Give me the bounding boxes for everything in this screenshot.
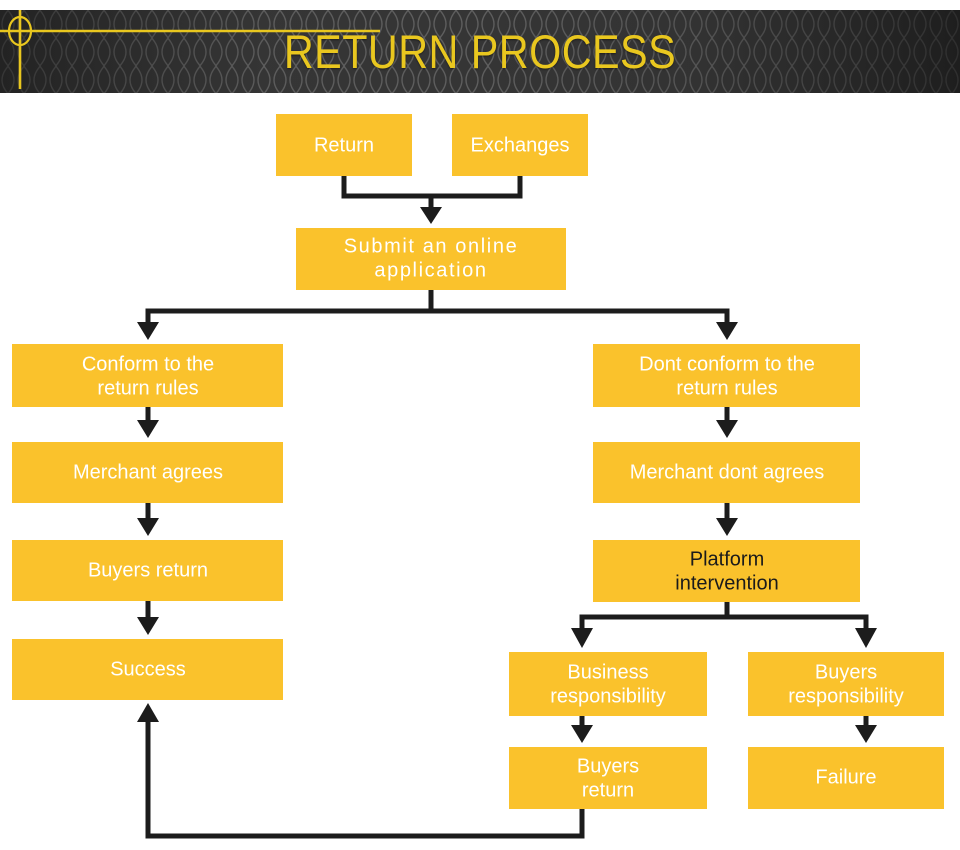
node-conform-return-rules-line2: return rules — [97, 377, 198, 399]
node-buyers-return-bottom-line1: Buyers — [577, 755, 639, 777]
connector-business-resp-to-buyers-return — [571, 716, 593, 743]
node-platform-intervention[interactable]: Platform intervention — [593, 540, 860, 602]
node-buyers-responsibility-line1: Buyers — [815, 661, 877, 683]
connector-submit-split — [137, 290, 738, 340]
node-exchanges[interactable]: Exchanges — [452, 114, 588, 176]
connector-feedback-loop-to-success — [137, 703, 585, 839]
node-merchant-dont-agrees-label: Merchant dont agrees — [630, 461, 825, 483]
connector-buyers-resp-to-failure — [855, 716, 877, 743]
connector-return-to-submit — [341, 176, 431, 199]
connector-conform-to-merchant-agrees — [137, 407, 159, 438]
node-merchant-agrees-label: Merchant agrees — [73, 461, 223, 483]
node-merchant-agrees[interactable]: Merchant agrees — [12, 442, 283, 503]
connector-dont-conform-to-merchant-dont — [716, 407, 738, 438]
node-business-responsibility-line1: Business — [567, 661, 648, 683]
page-title: RETURN PROCESS — [283, 25, 677, 78]
connector-exchanges-to-submit — [431, 176, 523, 199]
node-buyers-responsibility-line2: responsibility — [788, 685, 904, 707]
node-return-label: Return — [314, 134, 374, 156]
node-business-responsibility-line2: responsibility — [550, 685, 666, 707]
node-failure[interactable]: Failure — [748, 747, 944, 809]
node-buyers-return-left[interactable]: Buyers return — [12, 540, 283, 601]
node-buyers-return-left-label: Buyers return — [88, 559, 208, 581]
node-buyers-return-bottom-line2: return — [582, 779, 634, 801]
connector-merchant-agrees-to-buyers-return — [137, 503, 159, 536]
node-submit-application-line2: application — [374, 259, 487, 281]
node-dont-conform-return-rules[interactable]: Dont conform to the return rules — [593, 344, 860, 407]
node-buyers-return-bottom[interactable]: Buyers return — [509, 747, 707, 809]
node-return[interactable]: Return — [276, 114, 412, 176]
node-dont-conform-return-rules-line2: return rules — [676, 377, 777, 399]
node-platform-intervention-line1: Platform — [690, 548, 764, 570]
node-conform-return-rules-line1: Conform to the — [82, 353, 214, 375]
connector-layer — [137, 176, 877, 839]
connector-buyers-return-to-success — [137, 601, 159, 635]
node-submit-application-line1: Submit an online — [344, 235, 519, 257]
node-exchanges-label: Exchanges — [471, 134, 570, 156]
node-merchant-dont-agrees[interactable]: Merchant dont agrees — [593, 442, 860, 503]
node-conform-return-rules[interactable]: Conform to the return rules — [12, 344, 283, 407]
node-failure-label: Failure — [815, 766, 876, 788]
node-dont-conform-return-rules-line1: Dont conform to the — [639, 353, 815, 375]
node-platform-intervention-line2: intervention — [675, 572, 778, 594]
connector-merchant-dont-to-platform — [716, 503, 738, 536]
node-success[interactable]: Success — [12, 639, 283, 700]
node-business-responsibility[interactable]: Business responsibility — [509, 652, 707, 716]
node-submit-application[interactable]: Submit an online application — [296, 228, 566, 290]
connector-merge-down-to-submit — [420, 196, 442, 224]
crosshair-icon — [0, 10, 380, 89]
connector-platform-split — [571, 602, 877, 648]
node-success-label: Success — [110, 658, 186, 680]
node-buyers-responsibility[interactable]: Buyers responsibility — [748, 652, 944, 716]
